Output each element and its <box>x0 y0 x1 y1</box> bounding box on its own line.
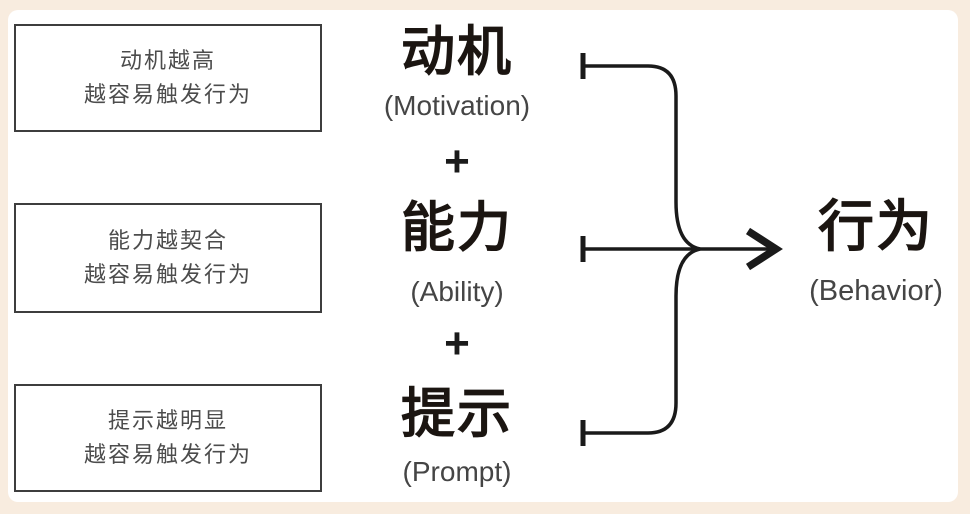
result-column: 行为 (Behavior) <box>788 0 964 514</box>
condition-text-line: 提示越明显 <box>107 408 228 433</box>
merge-arrow <box>580 53 783 446</box>
top-branch-line <box>583 64 701 251</box>
condition-box-ability: 能力越契合 越容易触发行为 <box>14 203 322 313</box>
condition-text-line: 越容易触发行为 <box>83 262 252 287</box>
term-prompt: 提示 <box>401 384 513 444</box>
term-prompt-english: (Prompt) <box>402 456 512 487</box>
condition-box-prompt: 提示越明显 越容易触发行为 <box>14 384 322 492</box>
plus-sign: + <box>444 319 470 368</box>
term-motivation-english: (Motivation) <box>383 90 531 121</box>
term-motivation: 动机 <box>401 22 513 82</box>
condition-text-line: 越容易触发行为 <box>83 82 252 107</box>
arrowhead-icon <box>745 227 783 271</box>
result-behavior-english: (Behavior) <box>809 275 943 307</box>
terms-column: 动机 (Motivation) + 能力 (Ability) + 提示 (Pro… <box>352 0 562 514</box>
term-ability: 能力 <box>401 198 513 258</box>
plus-sign: + <box>444 137 470 186</box>
condition-box-motivation: 动机越高 越容易触发行为 <box>14 24 322 132</box>
result-behavior: 行为 <box>818 195 934 258</box>
term-ability-english: (Ability) <box>410 276 504 307</box>
condition-text-line: 越容易触发行为 <box>83 442 252 467</box>
condition-text-line: 动机越高 <box>119 48 216 73</box>
bottom-branch-line <box>583 247 701 435</box>
condition-text-line: 能力越契合 <box>107 228 228 253</box>
